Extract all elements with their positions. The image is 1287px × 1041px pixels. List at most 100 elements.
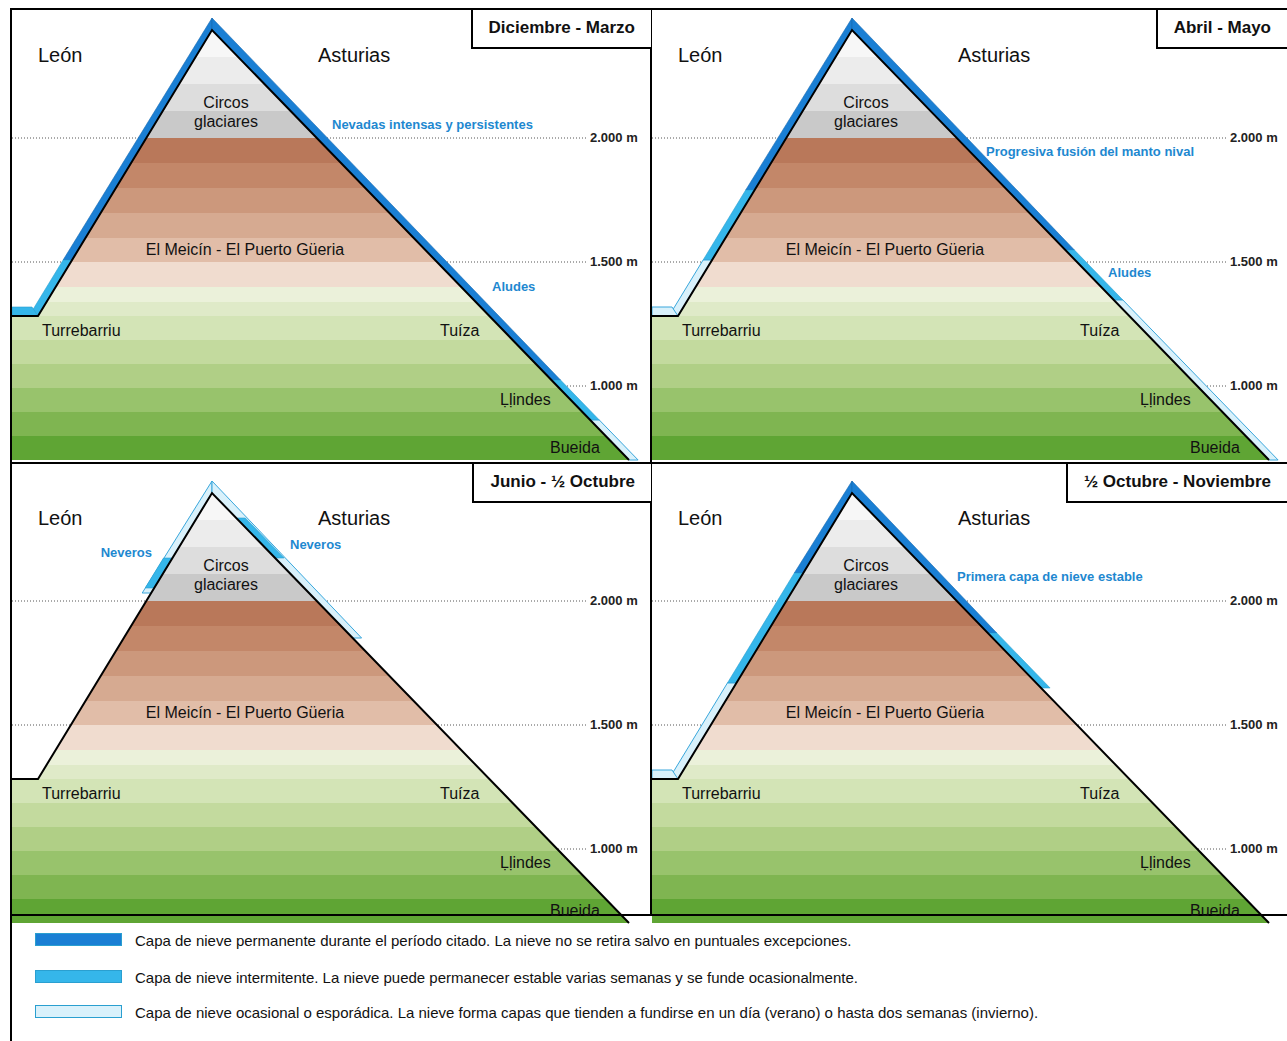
mountain-panel xyxy=(640,18,1287,462)
place-label: Bueida xyxy=(550,902,600,920)
zone-label: Circos glaciares xyxy=(180,93,272,131)
altitude-band xyxy=(640,750,1287,766)
altitude-label: 1.000 m xyxy=(1230,379,1278,394)
altitude-band xyxy=(640,84,1287,112)
altitude-band xyxy=(640,626,1287,652)
snow-cover xyxy=(63,18,212,260)
altitude-band xyxy=(640,875,1287,900)
altitude-band xyxy=(0,111,651,139)
snow-cover xyxy=(727,573,803,683)
altitude-band xyxy=(0,574,651,602)
altitude-band xyxy=(0,388,651,413)
altitude-band xyxy=(0,84,651,112)
period-box: Junio - ½ Octubre xyxy=(472,464,651,503)
snow-cover xyxy=(145,558,172,588)
altitude-band xyxy=(0,436,651,462)
legend-swatch xyxy=(35,933,122,946)
snow-cover xyxy=(669,683,736,779)
snow-note: Neveros xyxy=(290,538,341,553)
period-box: Abril - Mayo xyxy=(1156,10,1287,49)
altitude-band xyxy=(640,163,1287,189)
altitude-band xyxy=(0,750,651,766)
period-box: ½ Octubre - Noviembre xyxy=(1066,464,1287,503)
region-label: Asturias xyxy=(318,507,390,530)
period-title: ½ Octubre - Noviembre xyxy=(1084,472,1271,491)
mountain-outline xyxy=(652,493,1269,923)
legend-text: Capa de nieve ocasional o esporádica. La… xyxy=(135,1004,1038,1021)
altitude-band xyxy=(640,287,1287,303)
snow-note: Nevadas intensas y persistentes xyxy=(332,118,533,133)
altitude-band xyxy=(0,316,651,341)
period-title: Diciembre - Marzo xyxy=(489,18,635,37)
altitude-band xyxy=(640,340,1287,365)
place-label: Turrebarriu xyxy=(42,322,121,340)
region-label: Asturias xyxy=(318,44,390,67)
zone-label: Circos glaciares xyxy=(820,556,912,594)
snow-cover xyxy=(212,18,561,380)
altitude-label: 1.500 m xyxy=(590,718,638,733)
altitude-band xyxy=(640,899,1287,925)
mountain-panel xyxy=(0,18,651,462)
snow-cover xyxy=(652,307,678,316)
altitude-band xyxy=(0,287,651,303)
altitude-bands xyxy=(640,30,1287,462)
place-label: Bueida xyxy=(1190,902,1240,920)
altitude-label: 1.000 m xyxy=(590,379,638,394)
altitude-label: 2.000 m xyxy=(590,594,638,609)
altitude-band xyxy=(0,651,651,677)
snow-note: Aludes xyxy=(492,280,535,295)
altitude-band xyxy=(640,238,1287,263)
period-box: Diciembre - Marzo xyxy=(471,10,651,49)
altitude-bands xyxy=(640,493,1287,925)
altitude-band xyxy=(0,803,651,828)
snow-cover xyxy=(1114,300,1278,460)
region-label: León xyxy=(38,44,83,67)
altitude-band xyxy=(640,779,1287,804)
altitude-band xyxy=(640,827,1287,852)
altitude-bands xyxy=(0,493,651,925)
mountain-outline xyxy=(12,30,629,460)
altitude-band xyxy=(0,779,651,804)
zone-label: El Meicín - El Puerto Güeria xyxy=(146,704,344,722)
snow-note: Neveros xyxy=(101,546,152,561)
snow-cover xyxy=(852,18,1074,250)
place-label: Bueida xyxy=(550,439,600,457)
altitude-band xyxy=(0,851,651,876)
legend-swatch xyxy=(35,970,122,983)
zone-label: El Meicín - El Puerto Güeria xyxy=(786,704,984,722)
altitude-band xyxy=(640,412,1287,437)
altitude-band xyxy=(0,827,651,852)
snow-note: Primera capa de nieve estable xyxy=(957,570,1143,585)
altitude-bands xyxy=(0,30,651,462)
place-label: Ḷḷindes xyxy=(1140,391,1191,409)
altitude-band xyxy=(0,238,651,263)
place-label: Turrebarriu xyxy=(682,322,761,340)
altitude-band xyxy=(640,388,1287,413)
altitude-band xyxy=(640,765,1287,780)
panel-frame xyxy=(10,914,1287,916)
snow-cover xyxy=(746,18,852,190)
mountain-outline xyxy=(12,493,629,923)
altitude-band xyxy=(640,262,1287,288)
legend-text: Capa de nieve permanente durante el perí… xyxy=(135,932,851,949)
snow-cover xyxy=(652,770,678,779)
period-title: Abril - Mayo xyxy=(1174,18,1271,37)
snow-note: Aludes xyxy=(1108,266,1151,281)
legend-swatch xyxy=(35,1005,122,1018)
zone-label: El Meicín - El Puerto Güeria xyxy=(146,241,344,259)
place-label: Ḷḷindes xyxy=(1140,854,1191,872)
place-label: Ḷḷindes xyxy=(500,854,551,872)
place-label: Turrebarriu xyxy=(42,785,121,803)
zone-label: El Meicín - El Puerto Güeria xyxy=(786,241,984,259)
altitude-band xyxy=(640,803,1287,828)
place-label: Tuíza xyxy=(1080,785,1119,803)
altitude-band xyxy=(0,262,651,288)
altitude-band xyxy=(640,851,1287,876)
altitude-label: 1.000 m xyxy=(590,842,638,857)
altitude-band xyxy=(640,725,1287,751)
altitude-label: 1.500 m xyxy=(1230,255,1278,270)
altitude-band xyxy=(0,626,651,652)
mountain-panel xyxy=(640,481,1287,925)
mountain-panel xyxy=(0,481,651,925)
altitude-band xyxy=(640,701,1287,726)
